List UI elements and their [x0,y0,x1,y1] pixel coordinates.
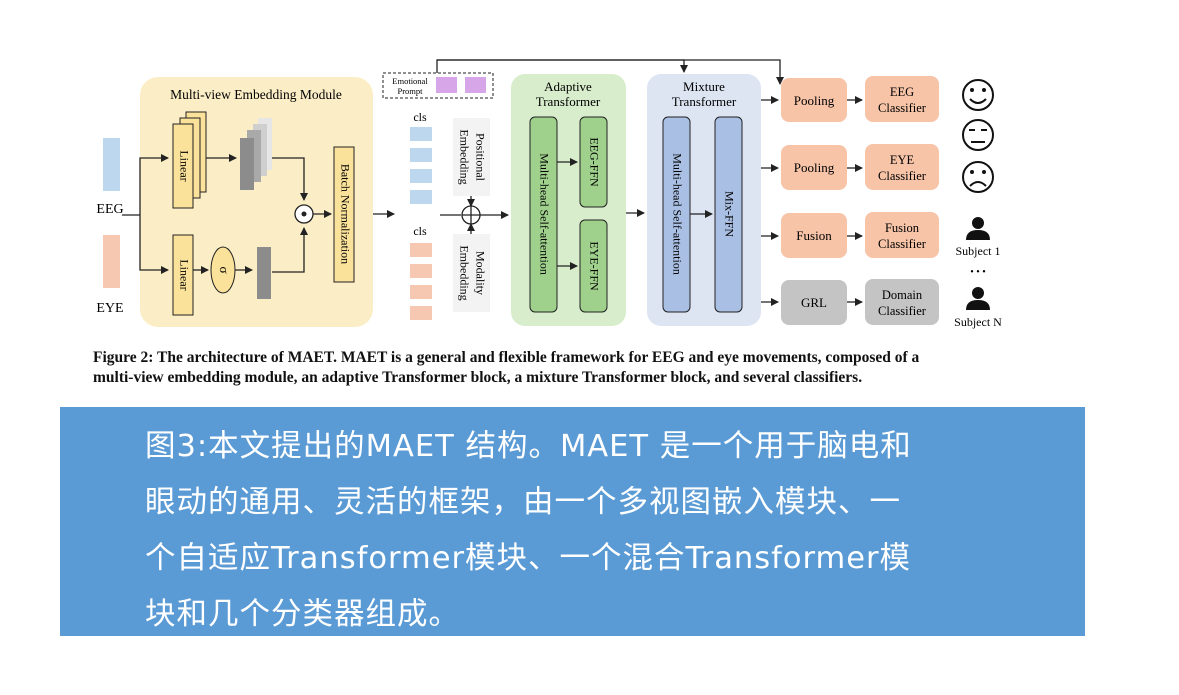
eeg-ffn [579,116,608,208]
mix-ffn-label: Mix-FFN [722,191,736,237]
chinese-caption-panel: 图3:本文提出的MAET 结构。MAET 是一个用于脑电和 眼动的通用、灵活的框… [60,407,1085,636]
grl-label: GRL [801,295,827,310]
eeg-input-bar [103,138,120,191]
eeg-classifier-label-2: Classifier [878,101,927,115]
eeg-token [410,148,432,162]
emotional-prompt-label-1: Emotional [392,76,428,86]
eeg-token [410,127,432,141]
eeg-cls-token: cls [413,110,427,124]
domain-classifier-label-2: Classifier [878,304,927,318]
eeg-pooling-label: Pooling [794,93,835,108]
emotional-prompt-label-2: Prompt [397,86,423,96]
eye-classifier-label-2: Classifier [878,169,927,183]
adaptive-transformer [511,74,626,326]
figure-caption-line-1: Figure 2: The architecture of MAET. MAET… [93,349,920,366]
sad-face-icon [962,161,994,193]
chinese-caption-line-4: 块和几个分类器组成。 [145,597,460,632]
domain-classifier-label-1: Domain [882,288,923,302]
eeg-token [410,169,432,183]
eeg-ffn-label: EEG-FFN [587,137,601,187]
eye-token [410,264,432,278]
subject-n-person-icon [966,287,990,310]
modality-embedding-label-1: Modality [473,251,487,295]
chinese-caption-line-2: 眼动的通用、灵活的框架，由一个多视图嵌入模块、一 [145,485,901,520]
mixture-title-1: Mixture [683,79,725,94]
sigma-label: σ [217,266,232,273]
adaptive-mhsa [529,116,558,313]
fusion-block [781,213,847,258]
adaptive-title-2: Transformer [536,94,601,109]
eeg-feature-map [240,138,254,190]
eeg-classifier [865,76,939,122]
eye-linear-label: Linear [177,259,191,290]
fusion-classifier-label-1: Fusion [885,221,920,235]
eye-feature-map [257,247,271,299]
eeg-token [410,190,432,204]
eye-input-bar [103,235,120,288]
eye-pooling [781,145,847,190]
batch-normalization [333,146,355,283]
positional-embedding-label-2: Embedding [457,129,471,184]
chinese-caption-line-1: 图3:本文提出的MAET 结构。MAET 是一个用于脑电和 [145,429,912,464]
modality-embedding [453,234,490,312]
prompt-token-2 [465,77,486,93]
eeg-linear-layer [172,123,194,209]
adaptive-title-1: Adaptive [544,79,592,94]
mixture-mhsa-label: Multi-head Self-attention [670,153,684,275]
fusion-classifier-label-2: Classifier [878,237,927,251]
figure-caption: Figure 2: The architecture of MAET. MAET… [93,348,1093,388]
eye-token [410,243,432,257]
eye-classifier [865,144,939,190]
fusion-classifier [865,212,939,258]
mix-ffn [714,116,743,313]
eye-ffn [579,219,608,313]
chinese-caption: 图3:本文提出的MAET 结构。MAET 是一个用于脑电和 眼动的通用、灵活的框… [145,419,1070,643]
eeg-pooling [781,78,847,122]
happy-face-icon [962,79,994,111]
eye-pooling-label: Pooling [794,160,835,175]
grl-block [781,280,847,325]
subject-n-label: Subject N [954,315,1002,329]
positional-embedding [453,118,490,196]
domain-classifier [865,279,939,325]
eeg-input-label: EEG [96,202,123,217]
fusion-label: Fusion [796,228,832,243]
positional-embedding-label-1: Positional [473,133,487,182]
architecture-diagram: EEG EYE Multi-view Embedding Module Line… [96,59,1002,329]
modality-embedding-label-2: Embedding [457,245,471,300]
eye-token [410,285,432,299]
adaptive-mhsa-label: Multi-head Self-attention [537,153,551,275]
neutral-face-icon [962,119,994,151]
eye-ffn-label: EYE-FFN [587,241,601,291]
eye-cls-token: cls [413,224,427,238]
subject-1-label: Subject 1 [956,244,1001,258]
eye-linear-layer [172,234,194,316]
eeg-classifier-label-1: EEG [890,85,914,99]
subjects-ellipsis: • • • [970,267,986,278]
eye-token [410,306,432,320]
eye-input-label: EYE [96,301,123,316]
batch-norm-label: Batch Normalization [338,164,352,264]
prompt-token-1 [436,77,457,93]
embedding-module-title: Multi-view Embedding Module [170,87,342,102]
eye-classifier-label-1: EYE [890,153,915,167]
eeg-linear-label: Linear [177,150,191,181]
mixture-title-2: Transformer [672,94,737,109]
subject-1-person-icon [966,217,990,240]
chinese-caption-line-3: 个自适应Transformer模块、一个混合Transformer模 [145,541,912,576]
figure-caption-line-2: multi-view embedding module, an adaptive… [93,369,863,386]
